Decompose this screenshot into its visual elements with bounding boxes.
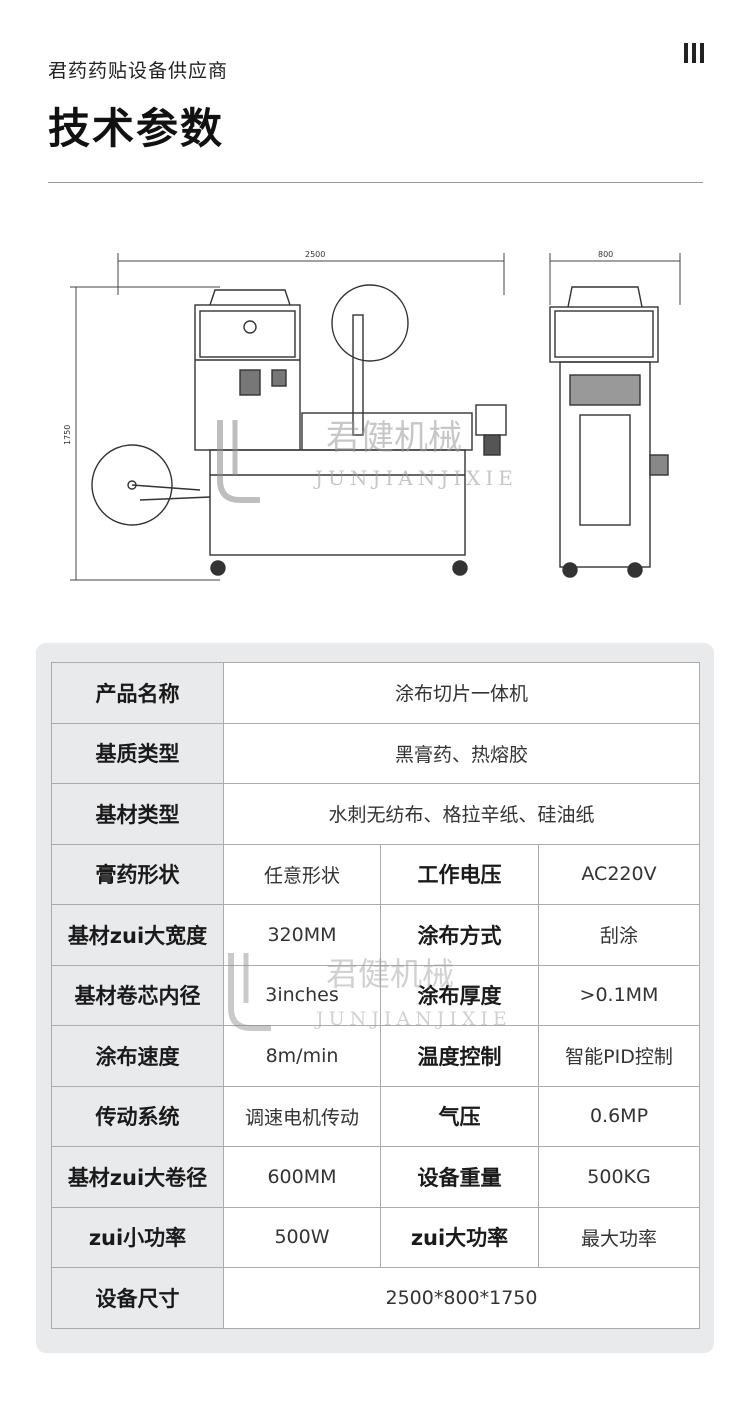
table-row: 基质类型 黑膏药、热熔胶 <box>51 722 700 784</box>
table-row: 产品名称 涂布切片一体机 <box>51 662 700 724</box>
spec-value: 600MM <box>223 1146 381 1208</box>
spec-value: 水刺无纺布、格拉辛纸、硅油纸 <box>223 783 700 845</box>
drawing-watermark: 君健机械 JUNJIANJIXIE <box>217 418 518 503</box>
side-view <box>549 286 669 578</box>
specs-table: 产品名称 涂布切片一体机 基质类型 黑膏药、热熔胶 基材类型 水刺无纺布、格拉辛… <box>51 662 700 1329</box>
spec-key: 基材卷芯内径 <box>51 964 224 1026</box>
spec-key: 传动系统 <box>51 1085 224 1147</box>
table-row: 膏药形状 任意形状 工作电压 AC220V <box>51 843 700 905</box>
dim-width-label: 2500 <box>305 250 325 259</box>
page-header: 君药药贴设备供应商 技术参数 <box>48 56 704 156</box>
spec-key: 涂布方式 <box>380 904 539 966</box>
spec-value: 500W <box>223 1206 381 1268</box>
table-row: 基材zui大卷径 600MM 设备重量 500KG <box>51 1146 700 1208</box>
spec-value: >0.1MM <box>538 964 700 1026</box>
spec-value: 黑膏药、热熔胶 <box>223 722 700 784</box>
spec-key: 基质类型 <box>51 722 224 784</box>
spec-value: 智能PID控制 <box>538 1025 700 1087</box>
spec-value: 最大功率 <box>538 1206 700 1268</box>
dim-height-label: 1750 <box>63 425 72 445</box>
spec-value: 3inches <box>223 964 381 1026</box>
supplier-subtitle: 君药药贴设备供应商 <box>48 60 229 82</box>
svg-text:君健机械: 君健机械 <box>326 418 462 458</box>
menu-bars-icon[interactable] <box>684 43 704 63</box>
spec-value: 涂布切片一体机 <box>223 662 700 724</box>
table-row: 设备尺寸 2500*800*1750 <box>51 1267 700 1329</box>
svg-text:JUNJIANJIXIE: JUNJIANJIXIE <box>313 466 518 490</box>
specs-panel: 产品名称 涂布切片一体机 基质类型 黑膏药、热熔胶 基材类型 水刺无纺布、格拉辛… <box>36 643 714 1353</box>
spec-value: 0.6MP <box>538 1085 700 1147</box>
front-view <box>91 284 507 576</box>
page-title: 技术参数 <box>48 104 225 153</box>
table-row: 基材卷芯内径 3inches 涂布厚度 >0.1MM <box>51 964 700 1026</box>
spec-key: 基材类型 <box>51 783 224 845</box>
spec-key: 工作电压 <box>380 843 539 905</box>
spec-key: 基材zui大宽度 <box>51 904 224 966</box>
spec-key: 设备重量 <box>380 1146 539 1208</box>
table-row: 传动系统 调速电机传动 气压 0.6MP <box>51 1085 700 1147</box>
spec-value: 任意形状 <box>223 843 381 905</box>
spec-key: 基材zui大卷径 <box>51 1146 224 1208</box>
spec-key: 设备尺寸 <box>51 1267 224 1329</box>
spec-key: 产品名称 <box>51 662 224 724</box>
spec-value: 刮涂 <box>538 904 700 966</box>
spec-value: 500KG <box>538 1146 700 1208</box>
spec-key: 涂布厚度 <box>380 964 539 1026</box>
dim-depth-label: 800 <box>598 250 613 259</box>
header-divider <box>48 182 703 183</box>
spec-key: 温度控制 <box>380 1025 539 1087</box>
spec-key: 涂布速度 <box>51 1025 224 1087</box>
spec-value: 调速电机传动 <box>223 1085 381 1147</box>
spec-key: zui小功率 <box>51 1206 224 1268</box>
spec-value: AC220V <box>538 843 700 905</box>
spec-key: 气压 <box>380 1085 539 1147</box>
table-row: 基材zui大宽度 320MM 涂布方式 刮涂 <box>51 904 700 966</box>
table-row: 基材类型 水刺无纺布、格拉辛纸、硅油纸 <box>51 783 700 845</box>
spec-value: 8m/min <box>223 1025 381 1087</box>
spec-key: 膏药形状 <box>51 843 224 905</box>
table-row: zui小功率 500W zui大功率 最大功率 <box>51 1206 700 1268</box>
spec-value: 2500*800*1750 <box>223 1267 700 1329</box>
machine-drawing: 2500 800 1750 <box>63 250 681 581</box>
spec-value: 320MM <box>223 904 381 966</box>
spec-key: zui大功率 <box>380 1206 539 1268</box>
table-row: 涂布速度 8m/min 温度控制 智能PID控制 <box>51 1025 700 1087</box>
